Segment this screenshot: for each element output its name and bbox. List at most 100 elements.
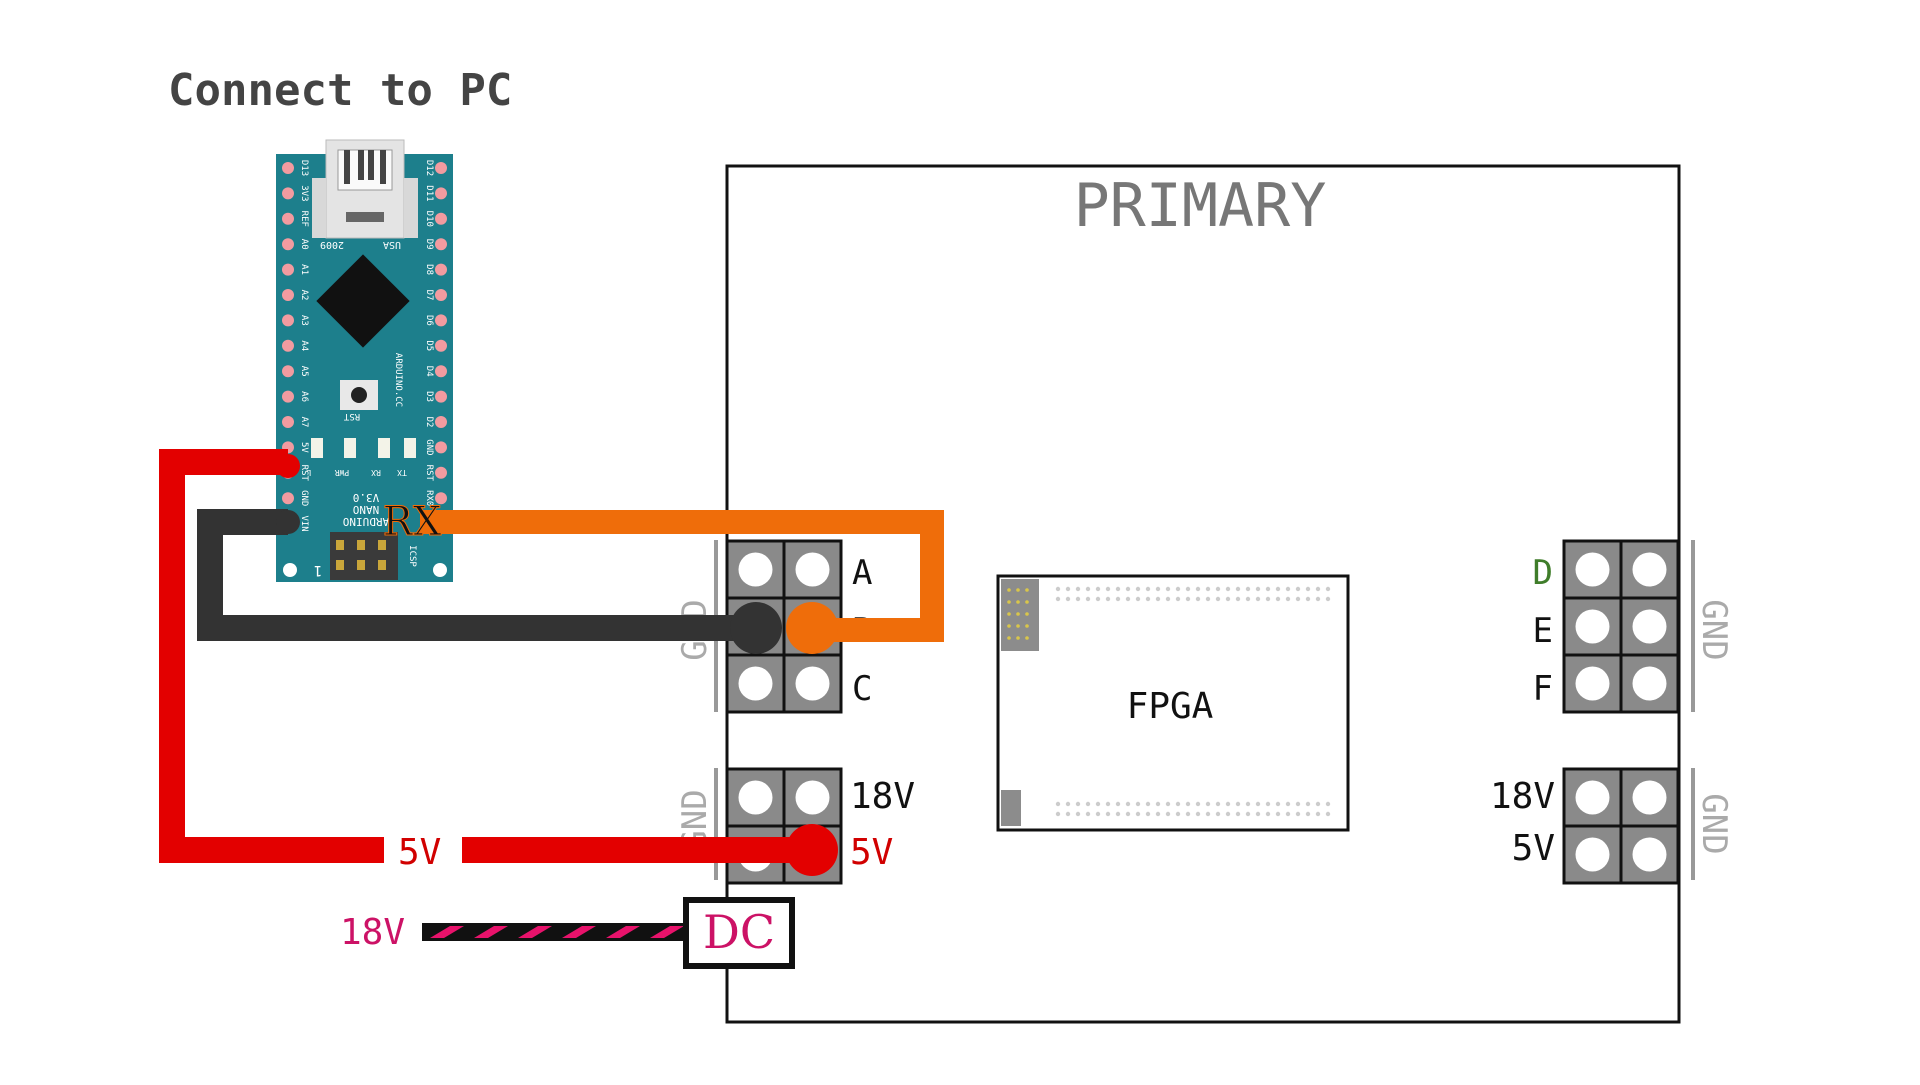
black-wire-end-board [730, 602, 782, 654]
fpga-pad [1016, 612, 1020, 616]
right-power-pin-hole [1575, 837, 1610, 872]
fpga-pad [1235, 586, 1241, 592]
led-label: PWR [335, 468, 350, 477]
pin-label-d: D [1533, 553, 1553, 593]
pin-label-e: E [1533, 611, 1553, 651]
wire-twist [650, 926, 684, 938]
right-header-pins [1562, 539, 1680, 714]
fpga-pad [1245, 811, 1251, 817]
arduino-pin [282, 416, 294, 428]
led [404, 438, 416, 458]
fpga-pad [1065, 811, 1071, 817]
fpga-pad [1125, 596, 1131, 602]
fpga-pad [1265, 586, 1271, 592]
fpga-pad [1145, 801, 1151, 807]
left-power-label-5v: 5V [850, 832, 893, 873]
fpga-pad [1305, 801, 1311, 807]
right-power-label-18v: 18V [1490, 776, 1555, 817]
arduino-pin [282, 263, 294, 276]
mount-hole [433, 563, 447, 577]
fpga-pad [1315, 811, 1321, 817]
fpga-pad [1135, 811, 1141, 817]
fpga-pad [1185, 811, 1191, 817]
fpga-pad [1125, 811, 1131, 817]
fpga-pad [1125, 586, 1131, 592]
fpga-pad [1165, 586, 1171, 592]
fpga-pad [1275, 586, 1281, 592]
fpga-pad [1325, 811, 1331, 817]
right-header-pin-hole [1575, 552, 1610, 587]
left-power-pin-hole [738, 780, 773, 815]
left-power-label-18v: 18V [850, 776, 915, 817]
arduino-pin [282, 390, 294, 403]
arduino-pin [435, 390, 447, 403]
fpga-pad [1205, 801, 1211, 807]
right-power-label-5v: 5V [1512, 828, 1555, 869]
arduino-pin [282, 187, 294, 200]
arduino-pin [435, 238, 447, 251]
fpga-pad [1245, 801, 1251, 807]
arduino-pin [435, 365, 447, 378]
arduino-left-pin-label: A0 [299, 239, 309, 250]
icsp-pin [357, 540, 365, 550]
fpga-pad [1145, 596, 1151, 602]
arduino-pin [435, 492, 447, 505]
fpga-pad [1235, 596, 1241, 602]
fpga-chip: FPGA [996, 574, 1350, 832]
fpga-pad [1285, 586, 1291, 592]
arduino-right-pin-label: D5 [424, 340, 434, 351]
fpga-pad [1245, 596, 1251, 602]
fpga-pad [1185, 586, 1191, 592]
arduino-left-pin-label: VIN [299, 515, 309, 531]
fpga-pad [1065, 586, 1071, 592]
wire-twist [430, 926, 464, 938]
left-header-pin-hole [738, 552, 773, 587]
fpga-pad [1155, 801, 1161, 807]
red-5v-wire-left [159, 449, 384, 863]
fpga-pad [1305, 596, 1311, 602]
fpga-pad [1025, 588, 1029, 592]
arduino-pin [435, 441, 447, 454]
fpga-pad [1025, 636, 1029, 640]
fpga-pad [1315, 586, 1321, 592]
fpga-pad [1265, 596, 1271, 602]
right-power-pin-hole [1632, 837, 1667, 872]
fpga-pad [1055, 596, 1061, 602]
dc-label: DC [703, 905, 775, 959]
wire-twist [474, 926, 508, 938]
fpga-pad [1185, 596, 1191, 602]
fpga-pad [1195, 596, 1201, 602]
fpga-pad [1295, 801, 1301, 807]
arduino-left-pin-label: A5 [299, 366, 309, 377]
arduino-right-pin-label: D7 [424, 290, 434, 301]
fpga-pad [1205, 586, 1211, 592]
fpga-pad [1007, 588, 1011, 592]
rst-silk: RST [343, 411, 360, 421]
fpga-pad [1195, 801, 1201, 807]
fpga-pad [1135, 596, 1141, 602]
arduino-pin [435, 263, 447, 276]
fpga-pad [1025, 624, 1029, 628]
arduino-left-pin-label: A2 [299, 290, 309, 301]
fpga-pad [1165, 801, 1171, 807]
fpga-pad [1325, 596, 1331, 602]
arduino-left-pin-label: A7 [299, 417, 309, 428]
right-power-pin-hole [1632, 780, 1667, 815]
wire-twist [518, 926, 552, 938]
right-header-pin-hole [1632, 666, 1667, 701]
fpga-pad [1085, 811, 1091, 817]
fpga-pad [1065, 801, 1071, 807]
fpga-pad [1115, 586, 1121, 592]
fpga-pad [1305, 811, 1311, 817]
pin-label-c: C [852, 669, 872, 709]
pin-label-f: F [1533, 669, 1553, 709]
fpga-pad [1235, 811, 1241, 817]
fpga-pad [1275, 596, 1281, 602]
left-power-pin-hole [795, 780, 830, 815]
fpga-pad [1265, 801, 1271, 807]
left-header-pin-hole [738, 666, 773, 701]
arduino-right-pin-label: D11 [424, 185, 434, 201]
fpga-pin-row-top [1055, 586, 1331, 602]
